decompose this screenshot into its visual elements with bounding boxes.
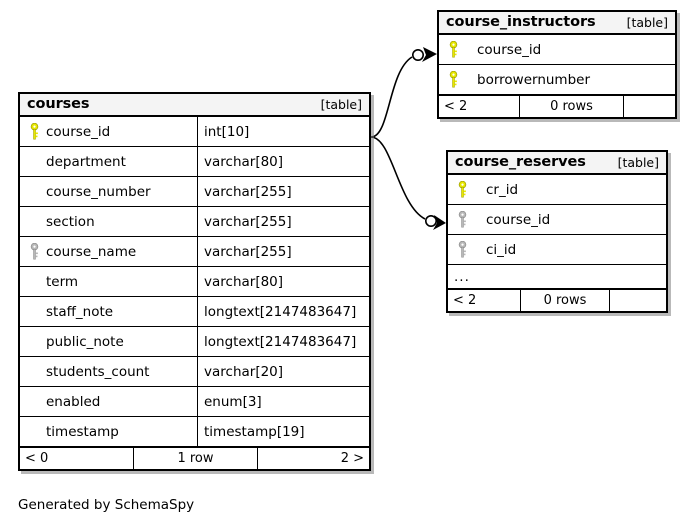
- table-kind-courses: [table]: [320, 96, 362, 112]
- table-header-courses: courses [table]: [20, 94, 369, 117]
- column-name-cell: course_name: [20, 237, 197, 266]
- table-row[interactable]: term varchar[80]: [20, 267, 369, 297]
- table-node-course-reserves[interactable]: course_reserves [table] cr_id course_id: [446, 150, 668, 313]
- edge-courses-to-course-reserves: [370, 136, 426, 220]
- table-row[interactable]: ci_id: [448, 235, 666, 265]
- table-row[interactable]: course_number varchar[255]: [20, 177, 369, 207]
- primary-key-icon: [454, 181, 470, 198]
- column-label: course_id: [477, 41, 542, 58]
- table-row[interactable]: borrowernumber: [439, 65, 675, 95]
- column-label: students_count: [46, 363, 150, 380]
- table-node-course-instructors[interactable]: course_instructors [table] course_id bor…: [437, 10, 677, 119]
- column-name-cell: ci_id: [448, 235, 666, 264]
- column-type: int[10]: [197, 117, 369, 146]
- column-label: course_id: [486, 211, 551, 228]
- column-name-cell: course_id: [439, 35, 675, 64]
- column-label: department: [46, 153, 126, 170]
- edge-courses-to-course-instructors: [370, 56, 413, 138]
- column-type: longtext[2147483647]: [197, 297, 369, 326]
- indexed-key-icon: [454, 211, 470, 228]
- column-name-cell: section: [20, 207, 197, 236]
- primary-key-icon: [26, 123, 42, 140]
- column-label: course_id: [46, 123, 111, 140]
- column-name-cell: enabled: [20, 387, 197, 416]
- primary-key-icon: [445, 71, 461, 88]
- edge-marker-zero-instructors: [411, 48, 424, 61]
- footer-prev-link[interactable]: < 2: [453, 293, 477, 308]
- table-title-courses: courses: [27, 96, 90, 112]
- table-kind-course-instructors: [table]: [626, 14, 668, 30]
- table-header-course-instructors: course_instructors [table]: [439, 12, 675, 35]
- column-name-cell: staff_note: [20, 297, 197, 326]
- table-row[interactable]: course_id: [448, 205, 666, 235]
- column-type: varchar[20]: [197, 357, 369, 386]
- table-row[interactable]: public_note longtext[2147483647]: [20, 327, 369, 357]
- table-row[interactable]: timestamp timestamp[19]: [20, 417, 369, 447]
- column-type: varchar[255]: [197, 207, 369, 236]
- indexed-key-icon: [26, 243, 42, 260]
- footer-prev-link[interactable]: < 2: [444, 99, 468, 114]
- table-row[interactable]: enabled enum[3]: [20, 387, 369, 417]
- table-node-courses[interactable]: courses [table] course_id int[10] depart…: [18, 92, 371, 471]
- generated-by-caption: Generated by SchemaSpy: [18, 497, 195, 513]
- table-row[interactable]: department varchar[80]: [20, 147, 369, 177]
- table-row[interactable]: course_name varchar[255]: [20, 237, 369, 267]
- table-footer-course-instructors: < 2 0 rows: [439, 95, 675, 117]
- column-label: public_note: [46, 333, 124, 350]
- table-row[interactable]: section varchar[255]: [20, 207, 369, 237]
- column-type: varchar[80]: [197, 147, 369, 176]
- table-footer-courses: < 0 1 row 2 >: [20, 447, 369, 469]
- footer-row-count: 1 row: [133, 448, 258, 469]
- column-type: longtext[2147483647]: [197, 327, 369, 356]
- footer-row-count: 0 rows: [519, 96, 624, 117]
- primary-key-icon: [445, 41, 461, 58]
- table-footer-course-reserves: < 2 0 rows: [448, 289, 666, 311]
- column-label: enabled: [46, 393, 101, 410]
- table-kind-course-reserves: [table]: [617, 154, 659, 170]
- footer-prev-link[interactable]: < 0: [25, 451, 49, 466]
- indexed-key-icon: [454, 241, 470, 258]
- column-name-cell: term: [20, 267, 197, 296]
- column-name-cell: public_note: [20, 327, 197, 356]
- table-row[interactable]: students_count varchar[20]: [20, 357, 369, 387]
- column-label: section: [46, 213, 95, 230]
- table-header-course-reserves: course_reserves [table]: [448, 152, 666, 175]
- edge-arrowhead-instructors: [422, 47, 437, 62]
- column-name-cell: cr_id: [448, 175, 666, 204]
- column-label: term: [46, 273, 79, 290]
- column-name-cell: course_id: [20, 117, 197, 146]
- column-name-cell: course_id: [448, 205, 666, 234]
- column-label: ci_id: [486, 241, 517, 258]
- column-label: cr_id: [486, 181, 519, 198]
- column-type: timestamp[19]: [197, 417, 369, 446]
- column-name-cell: course_number: [20, 177, 197, 206]
- table-row[interactable]: cr_id: [448, 175, 666, 205]
- column-type: varchar[80]: [197, 267, 369, 296]
- table-title-course-instructors: course_instructors: [446, 14, 596, 30]
- column-type: enum[3]: [197, 387, 369, 416]
- table-row[interactable]: course_id int[10]: [20, 117, 369, 147]
- column-type: varchar[255]: [197, 177, 369, 206]
- column-label: course_name: [46, 243, 137, 260]
- more-columns-indicator: ...: [448, 265, 666, 289]
- column-type: varchar[255]: [197, 237, 369, 266]
- column-name-cell: borrowernumber: [439, 65, 675, 94]
- column-label: borrowernumber: [477, 71, 591, 88]
- footer-row-count: 0 rows: [520, 290, 610, 311]
- column-name-cell: department: [20, 147, 197, 176]
- footer-next-link[interactable]: [624, 96, 675, 117]
- column-label: course_number: [46, 183, 151, 200]
- edge-marker-zero-reserves: [424, 215, 437, 228]
- column-name-cell: students_count: [20, 357, 197, 386]
- column-name-cell: timestamp: [20, 417, 197, 446]
- table-row[interactable]: course_id: [439, 35, 675, 65]
- table-row[interactable]: staff_note longtext[2147483647]: [20, 297, 369, 327]
- edge-arrowhead-reserves: [433, 215, 446, 230]
- table-title-course-reserves: course_reserves: [455, 154, 586, 170]
- footer-next-link[interactable]: [610, 290, 666, 311]
- column-label: timestamp: [46, 423, 119, 440]
- column-label: staff_note: [46, 303, 114, 320]
- footer-next-link[interactable]: 2 >: [340, 451, 364, 466]
